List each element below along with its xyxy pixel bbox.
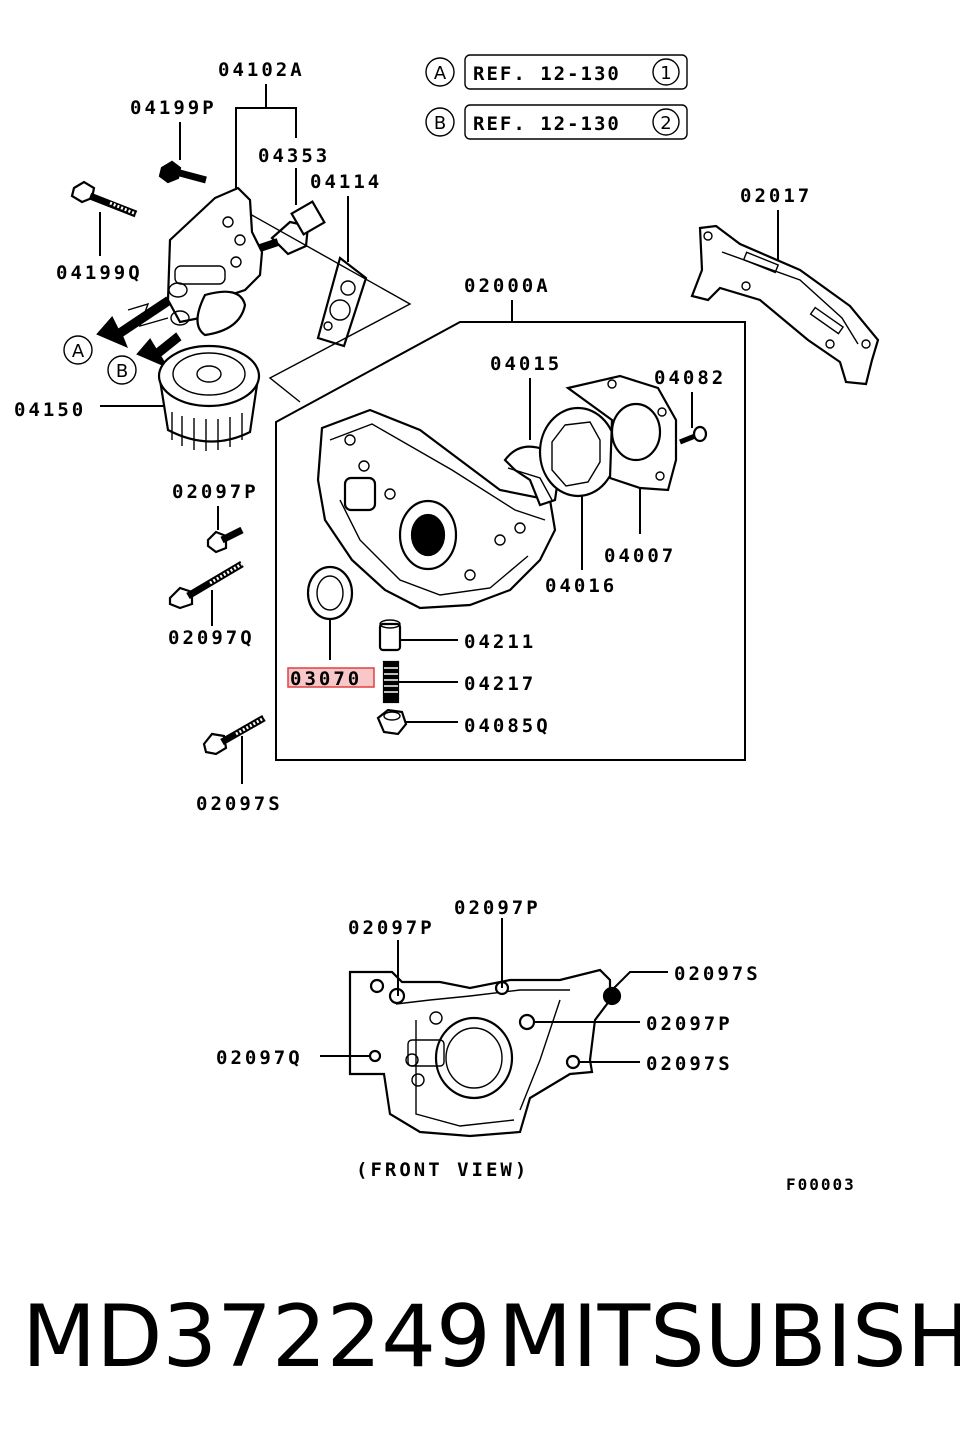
label-02097S: 02097S	[196, 793, 283, 815]
arrow-b: B	[107, 332, 182, 385]
label-04015: 04015	[490, 353, 562, 375]
front-label-top-left: 02097P	[348, 917, 435, 939]
ref-b-num: 2	[660, 113, 671, 134]
pump-cover-04007	[565, 374, 678, 492]
bracket-02017	[690, 224, 880, 386]
label-04082: 04082	[654, 367, 726, 389]
label-04353: 04353	[258, 145, 330, 167]
ref-a-text: REF. 12-130	[473, 63, 621, 85]
label-04016: 04016	[545, 575, 617, 597]
arrow-b-label: B	[116, 361, 128, 382]
label-04150: 04150	[14, 399, 86, 421]
arrow-a-label: A	[72, 341, 85, 362]
front-label-right-bottom: 02097S	[646, 1053, 733, 1075]
label-04199P: 04199P	[130, 97, 217, 119]
leaders-upper-left	[99, 84, 349, 407]
ref-a-num: 1	[660, 63, 671, 84]
plunger-04211	[378, 619, 402, 652]
label-03070: 03070	[290, 668, 362, 690]
front-label-left: 02097Q	[216, 1047, 303, 1069]
assembly-box-02000A	[275, 321, 746, 761]
oil-pump-body	[316, 408, 557, 610]
ref-a-marker: A	[434, 63, 447, 84]
gasket-04114	[316, 256, 368, 348]
plug-04085Q	[376, 708, 408, 736]
ref-b-text: REF. 12-130	[473, 113, 621, 135]
label-02000A: 02000A	[464, 275, 551, 297]
bolt-02097P	[206, 526, 244, 554]
label-04007: 04007	[604, 545, 676, 567]
screw-04082	[679, 425, 708, 445]
front-label-right-mid: 02097P	[646, 1013, 733, 1035]
outer-rotor-04016	[538, 406, 618, 498]
label-02097P: 02097P	[172, 481, 259, 503]
ref-b: B REF. 12-130 2	[425, 104, 688, 140]
label-04085Q: 04085Q	[464, 715, 551, 737]
brand-name: MITSUBISHI	[498, 1287, 960, 1387]
arrow-a: A	[63, 296, 172, 365]
oil-filter-04150	[157, 344, 261, 451]
front-label-top-mid: 02097P	[454, 897, 541, 919]
label-04217: 04217	[464, 673, 536, 695]
oil-pressure-switch-04353	[258, 200, 326, 256]
label-04102A: 04102A	[218, 59, 305, 81]
bolt-04199P	[158, 160, 207, 184]
figure-code: F00003	[786, 1175, 856, 1194]
label-02097Q: 02097Q	[168, 627, 255, 649]
ref-b-marker: B	[434, 113, 446, 134]
label-04114: 04114	[310, 171, 382, 193]
ref-a: A REF. 12-130 1	[425, 54, 688, 90]
front-view	[348, 968, 622, 1138]
bolt-02097S	[202, 714, 266, 756]
bolt-02097Q	[168, 560, 244, 610]
oil-filter-bracket	[166, 186, 264, 337]
highlight-03070	[287, 667, 375, 688]
label-04211: 04211	[464, 631, 536, 653]
oil-seal-03070	[306, 565, 354, 621]
part-number: MD372249	[22, 1287, 491, 1387]
label-02017: 02017	[740, 185, 812, 207]
spring-04217	[382, 660, 400, 704]
front-view-caption: (FRONT VIEW)	[356, 1159, 529, 1181]
front-view-leaders	[320, 918, 668, 1063]
front-label-right-top: 02097S	[674, 963, 761, 985]
bolt-04199Q	[70, 180, 138, 218]
label-04199Q: 04199Q	[56, 262, 143, 284]
